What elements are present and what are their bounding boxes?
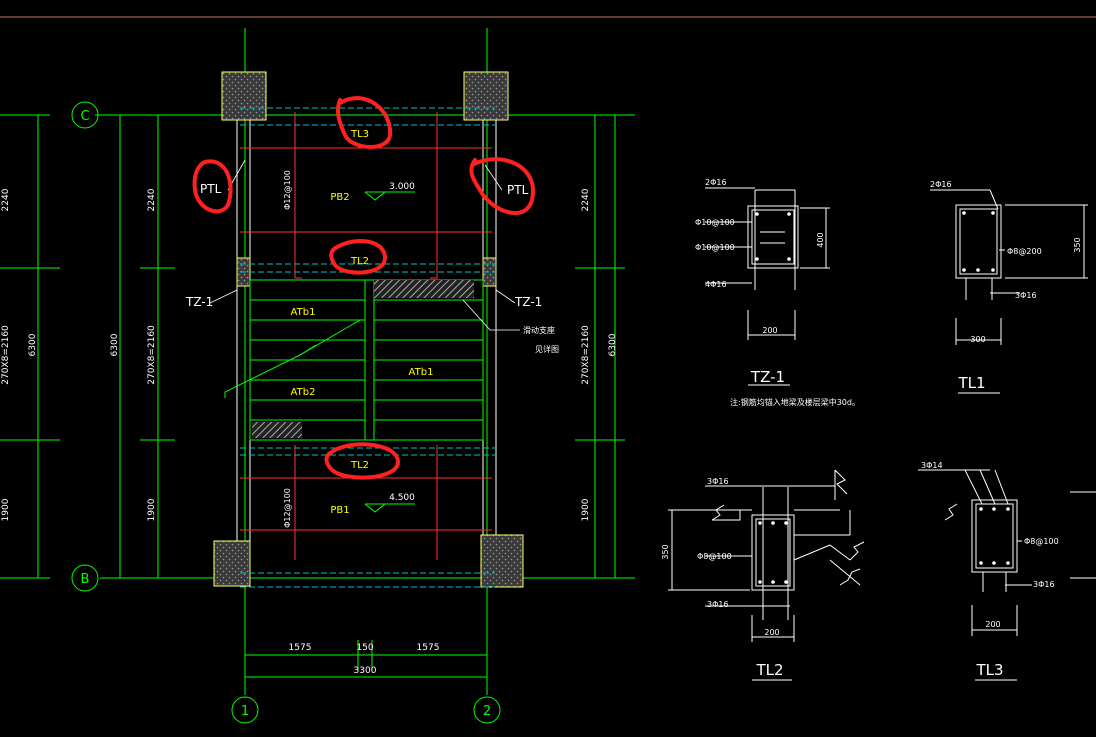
tz1-right-label: TZ-1 [514, 295, 542, 309]
tz1-top-bar: 2Φ16 [705, 178, 727, 187]
slab-rebar [240, 112, 492, 560]
tl2-height: 350 [661, 544, 670, 559]
right-dim-top: 2240 [581, 188, 591, 211]
elevation-bottom: 4.500 [389, 493, 415, 503]
tl2-break-left [711, 504, 725, 521]
atb1-upper-label: ATb1 [291, 307, 316, 318]
tl2-top-bar: 3Φ16 [707, 477, 729, 486]
tz1-height: 400 [816, 232, 825, 247]
columns [213, 71, 524, 588]
bottom-dim-total: 3300 [354, 666, 377, 676]
tl1-rebar-dots [962, 211, 995, 272]
right-dim-total: 6300 [608, 333, 618, 356]
axis-1-label: 1 [241, 704, 249, 719]
tl3-stirrup: Φ8@100 [1024, 537, 1059, 546]
right-dim-bot: 1900 [581, 498, 591, 521]
tl1-bottom-bar: 3Φ16 [1015, 291, 1037, 300]
tz1-title: TZ-1 [750, 368, 785, 386]
bottom-dim-1: 1575 [289, 643, 312, 653]
slide-note-1: 滑动支座 [523, 325, 555, 335]
slab-rebar-bottom: Φ12@100 [283, 488, 292, 528]
axis-bubbles: C B 1 2 [71, 101, 501, 724]
tl3-label: TL3 [350, 129, 369, 140]
tl1-height: 350 [1073, 237, 1082, 252]
ptl-right-label: PTL [507, 183, 529, 197]
leader-lines [209, 159, 520, 331]
far-left-dim-top: 2240 [1, 188, 11, 211]
tz1-left-label: TZ-1 [185, 295, 213, 309]
landing-hatch-top [374, 280, 474, 298]
pb2-label: PB2 [330, 192, 349, 203]
tl2-break-bottom [839, 568, 861, 586]
section-tz1 [705, 187, 830, 386]
slide-note-2: 见详图 [535, 344, 559, 354]
tl1-width: 300 [970, 335, 985, 344]
section-tl3 [918, 469, 1096, 681]
left-dim-bot: 1900 [147, 498, 157, 521]
tl1-title: TL1 [957, 374, 985, 392]
tl3-rebar-dots [979, 507, 1010, 565]
tz1-note: 注:钢筋均锚入地梁及楼层梁中30d。 [730, 397, 860, 407]
tl2-title: TL2 [755, 661, 783, 679]
stair-walls [236, 120, 497, 545]
tl2-break-top [834, 469, 848, 495]
beam-outlines [240, 107, 495, 588]
tz1-stirrup-1: Φ10@100 [695, 218, 735, 227]
tl2-bottom-bar: 3Φ16 [707, 600, 729, 609]
tl1-stirrup: Φ8@200 [1007, 247, 1042, 256]
axis-b-label: B [81, 572, 90, 587]
left-dim-total: 6300 [110, 333, 120, 356]
far-left-dim-total: 6300 [28, 333, 38, 356]
tl2-break-right [849, 541, 865, 561]
atb2-label: ATb2 [291, 387, 316, 398]
bottom-dim-2: 150 [356, 643, 373, 653]
tl2-top-label: TL2 [350, 256, 369, 267]
grid-lines [0, 28, 635, 695]
tl3-bottom-bar: 3Φ16 [1033, 580, 1055, 589]
tz1-stirrup-2: Φ10@100 [695, 243, 735, 252]
section-tl1 [930, 189, 1088, 394]
tl2-width: 200 [764, 628, 779, 637]
elevation-markers [364, 191, 415, 513]
stair-treads [224, 279, 484, 441]
tz1-width: 200 [762, 326, 777, 335]
ptl-left-label: PTL [200, 182, 222, 196]
red-annotations [192, 96, 536, 480]
tl1-top-bar: 2Φ16 [930, 180, 952, 189]
axis-c-label: C [80, 109, 89, 124]
pb1-label: PB1 [330, 505, 349, 516]
right-dim-mid: 270X8=2160 [581, 325, 591, 385]
tl3-width: 200 [985, 620, 1000, 629]
elevation-top: 3.000 [389, 182, 415, 192]
landing-hatch-bottom [252, 422, 302, 438]
tl3-break-left [944, 503, 958, 521]
far-left-dim-bot: 1900 [1, 498, 11, 521]
atb1-right-label: ATb1 [409, 367, 434, 378]
tl2-stirrup: Φ8@100 [697, 552, 732, 561]
section-tl2 [668, 470, 861, 681]
left-dim-mid: 270X8=2160 [147, 325, 157, 385]
tz1-rebar-dots [755, 212, 791, 261]
tl3-title: TL3 [975, 661, 1003, 679]
slab-rebar-top: Φ12@100 [283, 170, 292, 210]
tz1-bottom-bar: 4Φ16 [705, 280, 727, 289]
axis-2-label: 2 [483, 704, 491, 719]
tl3-top-bar: 3Φ14 [921, 461, 943, 470]
far-left-dim-mid: 270X8=2160 [1, 325, 11, 385]
tl2-bottom-label: TL2 [350, 460, 369, 471]
tl2-rebar-dots [758, 521, 788, 584]
left-dim-top: 2240 [147, 188, 157, 211]
bottom-dim-3: 1575 [417, 643, 440, 653]
